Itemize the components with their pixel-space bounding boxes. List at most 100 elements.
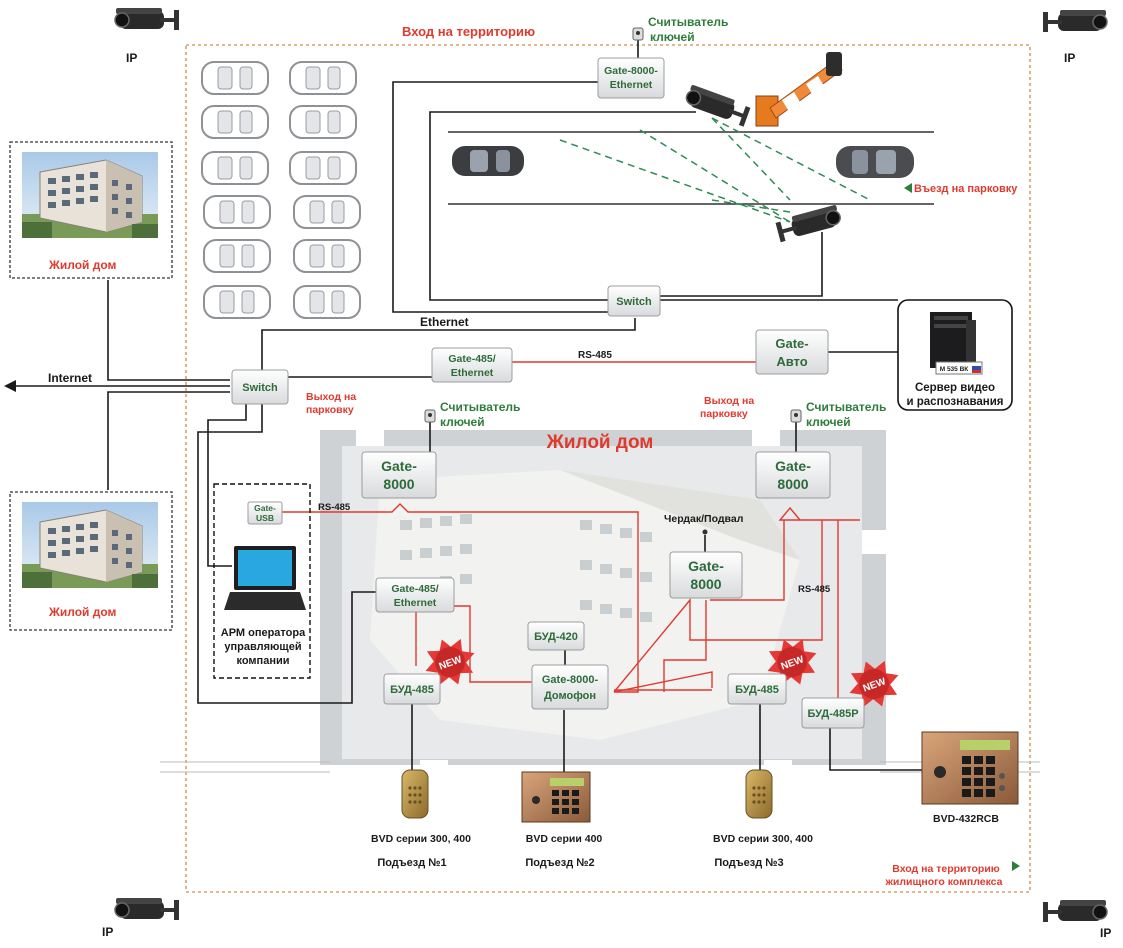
territory-boundary [185,44,1031,893]
residential-building-top-label: Жилой дом [48,258,117,272]
building-panel-title: Жилой дом [546,432,654,453]
gate-8000-ethernet-label-2: Ethernet [610,79,653,91]
gate-avto-label-1: Gate- [775,336,808,351]
gate-usb-label-2: USB [256,513,274,523]
license-plate-label: М 535 ВК [940,366,969,373]
parking-entry-label: Въезд на парковку [914,183,1018,195]
intercom-panel-3-icon [745,769,773,819]
complex-entry-arrow-icon [1012,861,1020,871]
key-reader-right-label-2: ключей [806,415,851,429]
parking-exit-right-label-1: Выход на [704,395,754,407]
entrance-2-label: Подъезд №2 [525,857,594,869]
switch-left-box: Switch [231,369,289,405]
entrance-1-label: Подъезд №1 [377,857,446,869]
bud-485-right-box: БУД-485 [727,673,787,705]
gate-8000-center-box: Gate- 8000 [669,551,743,599]
entrance-3-label: Подъезд №3 [714,857,783,869]
gate-usb-label-1: Gate- [254,503,276,513]
entrance-territory-label: Вход на территорию [402,24,535,39]
bud-485-left-box: БУД-485 [383,673,441,705]
gate-485-ethernet-top-label-1: Gate-485/ [448,353,495,365]
internet-label: Internet [48,371,92,385]
operator-label-1: АРМ оператора [221,627,306,639]
ip-label-top-right: IP [1064,51,1075,65]
internet-arrow-icon [4,380,16,392]
gate-485-ethernet-top-label-2: Ethernet [451,367,494,379]
gate-8000-domofon-label-2: Домофон [544,690,596,702]
switch-left-label: Switch [242,382,278,394]
key-reader-icons [424,27,802,535]
bud-485p-label: БУД-485Р [807,708,858,720]
attic-basement-label: Чердак/Подвал [664,513,743,525]
gate-8000-left-label-1: Gate- [381,458,417,474]
residential-building-bottom-label: Жилой дом [48,605,117,619]
intercom-panel-1-icon [401,769,429,819]
key-reader-top-label-1: Считыватель [648,15,728,29]
gate-8000-right-label-1: Gate- [775,458,811,474]
rs485-wiring [282,361,860,700]
ethernet-label: Ethernet [420,315,469,329]
gate-avto-box: Gate- Авто [755,329,829,375]
panel-1-model-label: BVD серии 300, 400 [371,833,471,845]
building-photo-bottom-icon [9,491,173,631]
laptop-icon [224,546,306,610]
camera-view-lines [559,117,871,223]
entrance-complex-label-2: жилищного комплекса [884,876,1002,888]
gate-485-ethernet-bottom-label-2: Ethernet [394,597,437,609]
gate-8000-center-label-2: 8000 [690,576,721,592]
key-reader-right-label-1: Считыватель [806,400,886,414]
camera-bottom-left-icon [114,897,180,921]
panel-432-model-label: BVD-432RCB [933,813,999,825]
parking-exit-left-label-2: парковку [306,404,354,416]
gate-8000-right-box: Gate- 8000 [755,451,831,499]
parking-exit-right-label-2: парковку [700,408,748,420]
ip-label-bottom-right: IP [1100,926,1111,940]
server-block [897,299,1013,411]
rs485-right-label: RS-485 [798,584,831,595]
camera-top-right-icon [1042,9,1108,33]
intercom-panel-432-icon [921,731,1019,805]
rs485-top-label: RS-485 [578,350,612,361]
camera-road-icon [774,203,844,243]
operator-label-2: управляющей [224,641,301,653]
gate-485-ethernet-bottom-label-1: Gate-485/ [391,583,438,595]
entrance-complex-label-1: Вход на территорию [892,863,1000,875]
gate-485-ethernet-bottom-box: Gate-485/ Ethernet [375,577,455,613]
key-reader-left-label-2: ключей [440,415,485,429]
operator-workstation [213,483,311,679]
bud-420-box: БУД-420 [527,621,585,651]
switch-top-box: Switch [607,285,661,317]
bud-485-left-label: БУД-485 [390,684,434,696]
key-reader-left-label-1: Считыватель [440,400,520,414]
camera-bottom-right-icon [1042,899,1108,923]
ip-label-bottom-left: IP [102,925,113,939]
gate-8000-left-box: Gate- 8000 [361,451,437,499]
gate-8000-center-label-1: Gate- [688,558,724,574]
operator-label-3: компании [236,655,289,667]
bud-420-label: БУД-420 [534,631,578,643]
panel-3-model-label: BVD серии 300, 400 [713,833,813,845]
car-left-icon [452,146,524,176]
panel-2-model-label: BVD серии 400 [526,833,603,845]
gate-8000-ethernet-label-1: Gate-8000- [604,65,658,77]
gate-8000-left-label-2: 8000 [383,476,414,492]
car-right-icon [836,146,914,178]
camera-top-left-icon [114,7,180,31]
parking-entry-arrow-icon [904,183,912,193]
key-reader-top-label-2: ключей [650,30,695,44]
gate-8000-ethernet-box: Gate-8000- Ethernet [597,57,665,99]
gate-8000-domofon-label-1: Gate-8000- [542,674,599,686]
gate-8000-domofon-box: Gate-8000- Домофон [531,664,609,710]
bud-485-right-label: БУД-485 [735,684,779,696]
parking-exit-left-label-1: Выход на [306,391,356,403]
building-photo-top-icon [9,141,173,279]
server-label-1: Сервер видео [915,382,995,394]
intercom-panel-2-icon [521,771,591,823]
barrier-gate-icon [755,52,843,127]
ethernet-wiring [12,40,922,772]
gate-usb-box: Gate- USB [247,501,283,525]
server-icon [930,312,976,370]
rs485-left-label: RS-485 [318,502,351,513]
